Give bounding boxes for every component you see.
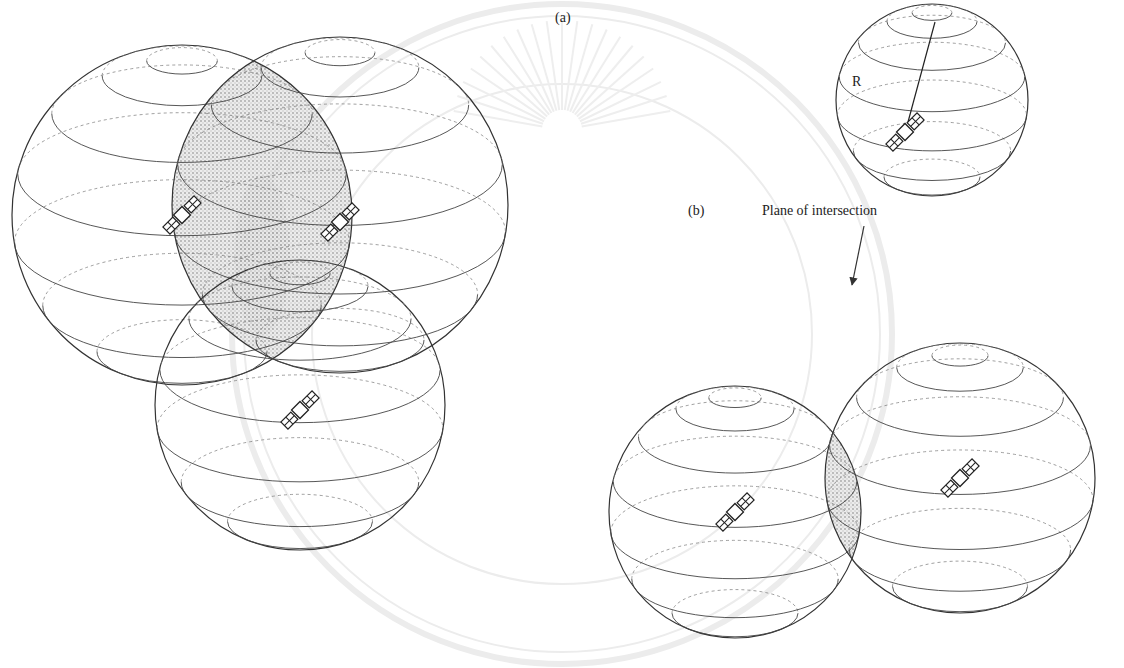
watermark-ray xyxy=(561,20,563,110)
satellite-symbol xyxy=(715,492,755,532)
panel-label: (b) xyxy=(688,203,704,218)
watermark-ring xyxy=(244,16,880,652)
intersection-region xyxy=(12,45,352,385)
watermark-ray xyxy=(573,37,621,113)
intersection-region xyxy=(609,386,861,638)
leader-lines xyxy=(852,22,935,285)
range-spheres xyxy=(12,4,1095,638)
watermark-ray xyxy=(480,56,547,116)
watermark-seal xyxy=(232,4,892,664)
range-sphere xyxy=(155,260,445,550)
watermark-ray xyxy=(504,37,552,113)
panel-label: (a) xyxy=(555,10,571,25)
watermark-ray xyxy=(463,82,544,121)
satellite-symbol xyxy=(320,202,360,242)
radius-line xyxy=(908,22,935,122)
watermark-ray xyxy=(579,68,654,118)
watermark-ray xyxy=(575,46,633,115)
range-sphere xyxy=(825,343,1095,613)
annotation-text: Plane of intersection xyxy=(762,203,877,218)
intersection-shading xyxy=(12,45,861,638)
range-sphere xyxy=(12,45,352,385)
range-sphere xyxy=(836,4,1028,196)
satellite-symbol xyxy=(885,112,925,152)
satellite-symbol xyxy=(940,458,980,498)
range-sphere xyxy=(609,386,861,638)
watermark-ring xyxy=(312,84,812,584)
satellite-symbol xyxy=(162,195,202,235)
watermark-ray xyxy=(471,68,546,118)
watermark-ray xyxy=(517,30,554,112)
range-sphere xyxy=(172,37,508,373)
pointer-arrow xyxy=(852,226,864,285)
watermark-ray xyxy=(582,111,671,127)
radius-label: R xyxy=(852,74,861,89)
watermark-ray xyxy=(547,21,560,110)
satellite-symbol xyxy=(280,390,320,430)
watermark-ring xyxy=(232,4,892,664)
